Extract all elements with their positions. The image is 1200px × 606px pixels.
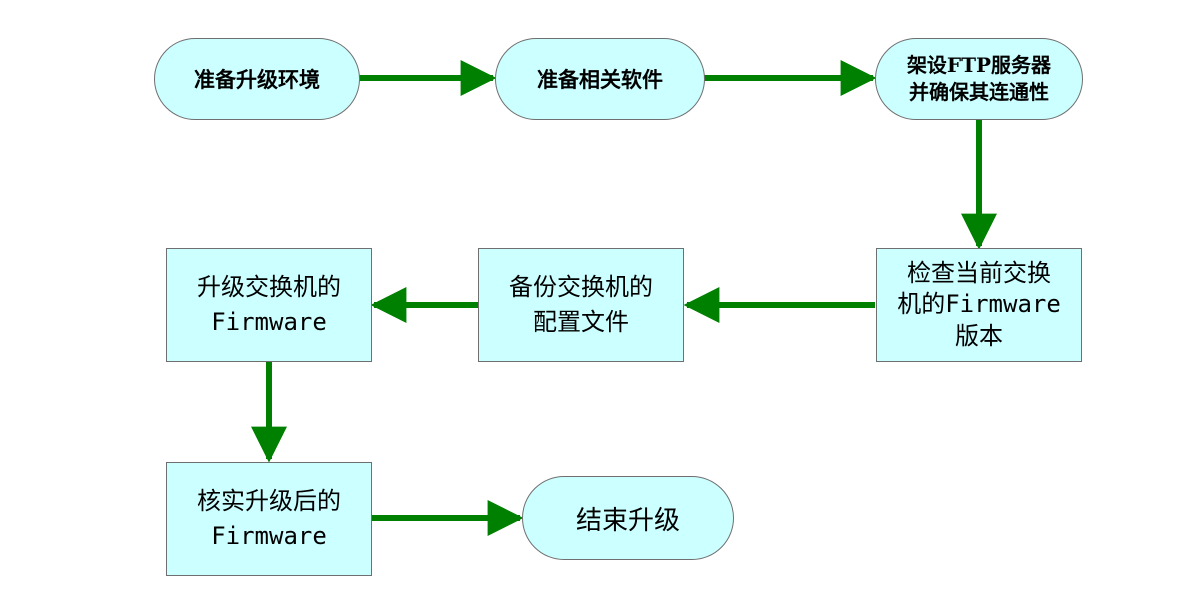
node-verify-firmware-line-1: 核实升级后的	[197, 487, 341, 516]
node-backup-config-line-1: 备份交换机的	[509, 273, 653, 302]
node-backup-config-line-2: 配置文件	[533, 308, 629, 336]
node-prep-software-label: 准备相关软件	[537, 67, 663, 92]
node-end-upgrade: 结束升级	[522, 476, 734, 560]
node-ftp-server-line-2: 并确保其连通性	[909, 80, 1049, 104]
node-end-upgrade-label: 结束升级	[575, 505, 680, 536]
node-verify-firmware-line-2: Firmware	[211, 522, 327, 550]
node-upgrade-firmware-line-1: 升级交换机的	[197, 273, 341, 302]
node-check-firmware-line-2: 机的Firmware	[897, 290, 1061, 319]
node-upgrade-firmware-line-2: Firmware	[211, 308, 327, 336]
node-check-firmware-line-3: 版本	[955, 321, 1003, 350]
node-prep-software: 准备相关软件	[495, 38, 705, 120]
node-prep-env: 准备升级环境	[154, 38, 360, 120]
node-check-firmware-line-1: 检查当前交换	[907, 259, 1051, 288]
node-verify-firmware: 核实升级后的 Firmware	[166, 462, 372, 576]
node-ftp-server: 架设FTP服务器 并确保其连通性	[875, 38, 1083, 120]
node-prep-env-label: 准备升级环境	[194, 67, 320, 92]
node-check-firmware: 检查当前交换 机的Firmware 版本	[876, 248, 1082, 362]
node-ftp-server-line-1: 架设FTP服务器	[906, 53, 1052, 77]
node-upgrade-firmware: 升级交换机的 Firmware	[166, 248, 372, 362]
node-backup-config: 备份交换机的 配置文件	[478, 248, 684, 362]
